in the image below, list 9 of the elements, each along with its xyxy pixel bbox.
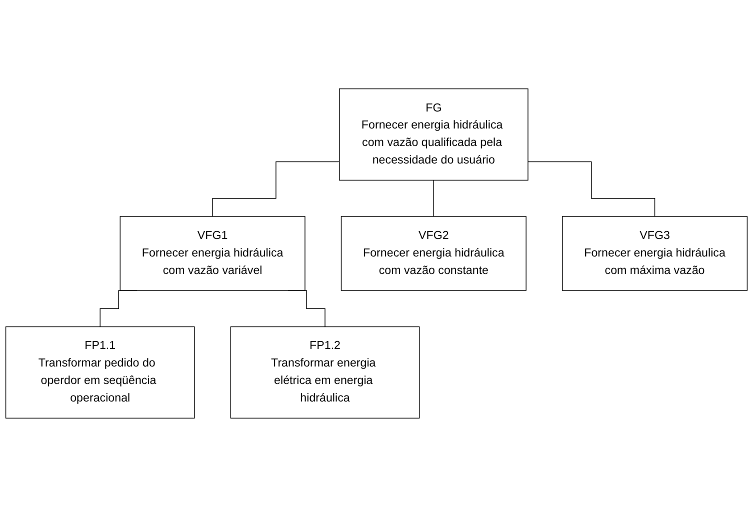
node-box: FP1.1 Transformar pedido do operdor em seqüência operacional [5,326,195,419]
node-box: VFG2 Fornecer energia hidráulica com vazão constante [340,216,526,291]
node-box: FP1.2 Transformar energia elétrica em energia hidráulica [230,326,420,419]
connector [528,161,656,217]
node-box: VFG3 Fornecer energia hidráulica com máxima vazão [562,216,748,291]
node-box: VFG1 Fornecer energia hidráulica com vazão variável [120,216,306,291]
node-box: FG Fornecer energia hidráulica com vazão qualificada pela necessidade do usuário [339,88,528,181]
connector [212,161,340,217]
connector [433,180,434,217]
